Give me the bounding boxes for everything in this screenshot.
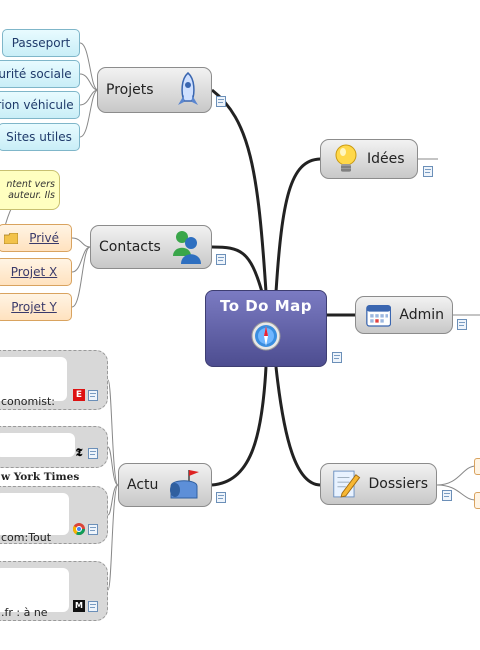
site-logo-icon: M <box>73 600 85 612</box>
note-icon[interactable] <box>216 492 226 503</box>
news-item-economist[interactable]: conomist: ss E <box>0 350 108 459</box>
news-text-box: w York Times <box>0 433 79 483</box>
branch-contacts-label: Contacts <box>99 239 161 255</box>
folder-icon <box>4 233 18 244</box>
news-item-tout[interactable]: com:Tout com <box>0 486 108 595</box>
news-line: .fr : à ne <box>1 606 48 619</box>
leaf-sites-utiles[interactable]: Sites utiles <box>0 123 80 151</box>
branch-dossiers-label: Dossiers <box>368 476 429 492</box>
leaf-label: Projet X <box>10 265 58 279</box>
leaf-label: Privé <box>29 231 59 245</box>
mailbox-icon <box>170 470 199 499</box>
dossier-leaf-partial[interactable] <box>474 492 480 509</box>
note-icon[interactable] <box>88 390 98 401</box>
nyt-logo-icon: 𝕿 <box>75 446 83 459</box>
news-text-box: .fr : à ne uer <box>0 568 69 619</box>
branch-projets-label: Projets <box>106 82 154 98</box>
note-icon[interactable] <box>423 166 433 177</box>
safari-compass-icon <box>251 321 281 351</box>
news-text-box: com:Tout com <box>0 493 69 595</box>
branch-projets[interactable]: Projets <box>97 67 212 113</box>
news-line: conomist: <box>1 395 56 408</box>
leaf-label: rion véhicule <box>0 98 74 112</box>
leaf-label: Sites utiles <box>6 130 72 144</box>
callout-line: auteur. Ils <box>8 190 55 201</box>
branch-idees-label: Idées <box>367 151 405 167</box>
news-item-nytimes[interactable]: w York Times 𝕿 <box>0 426 108 483</box>
branch-actu[interactable]: Actu <box>118 463 212 507</box>
note-icon[interactable] <box>88 524 98 535</box>
contacts-people-icon <box>173 231 201 264</box>
leaf-securite-sociale[interactable]: urité sociale <box>0 60 80 88</box>
leaf-projet-y[interactable]: Projet Y <box>0 293 72 321</box>
central-node-title: To Do Map <box>219 297 313 315</box>
branch-contacts[interactable]: Contacts <box>90 225 212 269</box>
news-item-fr[interactable]: .fr : à ne uer M <box>0 561 108 621</box>
branch-admin-label: Admin <box>399 307 444 323</box>
note-icon[interactable] <box>216 96 226 107</box>
branch-actu-label: Actu <box>127 477 159 493</box>
note-icon[interactable] <box>88 601 98 612</box>
note-icon[interactable] <box>332 352 342 363</box>
leaf-label: urité sociale <box>0 67 72 81</box>
lightbulb-icon <box>335 144 357 172</box>
dossier-leaf-partial[interactable] <box>474 458 480 475</box>
note-icon[interactable] <box>442 490 452 501</box>
economist-logo-icon: E <box>73 389 85 401</box>
news-line: com:Tout <box>1 531 52 544</box>
news-line: w York Times <box>1 471 80 483</box>
calendar-icon <box>366 305 392 327</box>
callout-note: ntent vers auteur. Ils <box>0 170 60 210</box>
branch-dossiers[interactable]: Dossiers <box>320 463 437 505</box>
leaf-label: Passeport <box>11 36 71 50</box>
callout-line: ntent vers <box>6 179 55 190</box>
central-node[interactable]: To Do Map <box>205 290 327 367</box>
note-icon[interactable] <box>216 254 226 265</box>
news-text-box: conomist: ss <box>0 357 67 459</box>
rocket-icon <box>178 72 198 105</box>
note-icon[interactable] <box>457 319 467 330</box>
branch-admin[interactable]: Admin <box>355 296 453 334</box>
leaf-projet-x[interactable]: Projet X <box>0 258 72 286</box>
branch-idees[interactable]: Idées <box>320 139 418 179</box>
chrome-icon <box>73 523 85 535</box>
leaf-passeport[interactable]: Passeport <box>2 29 80 57</box>
leaf-vehicule[interactable]: rion véhicule <box>0 91 80 119</box>
note-icon[interactable] <box>88 448 98 459</box>
document-pencil-icon <box>333 470 361 498</box>
leaf-label: Projet Y <box>11 300 57 314</box>
